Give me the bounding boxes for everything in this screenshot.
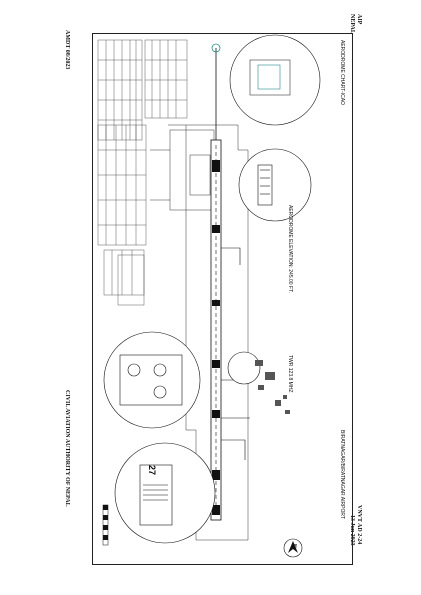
north-arrow <box>283 538 303 558</box>
north-label: N <box>291 544 297 548</box>
aerodrome-elevation: AERODROME ELEVATION: 245.00 FT. <box>287 205 293 293</box>
detail-circles <box>103 34 321 544</box>
chart-frame <box>92 33 353 565</box>
scale-bar <box>102 504 109 546</box>
data-tables <box>97 39 188 306</box>
terminal-buildings <box>255 360 290 414</box>
chart-title: AERODROME CHART-ICAO <box>339 40 345 105</box>
tower-frequency: TWR 123.8 MHZ <box>287 355 293 393</box>
arp-marker <box>211 43 221 53</box>
runway <box>210 139 222 521</box>
airport-name: BIRATNAGAR/BIRATNAGAR AIRPORT <box>339 430 345 519</box>
runway-27-designator: 27 <box>147 465 157 476</box>
